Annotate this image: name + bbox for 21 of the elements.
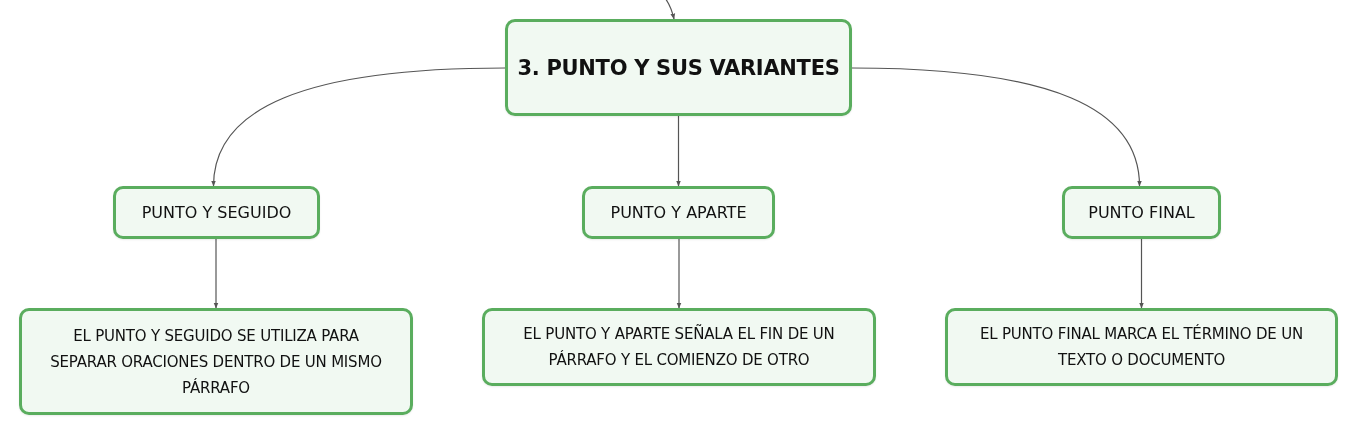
topic-box <box>582 186 775 239</box>
topic-box <box>945 308 1338 386</box>
connector-arrow <box>664 0 676 20</box>
connector-arrow <box>676 238 682 309</box>
connector-arrow <box>851 67 1142 187</box>
connector-arrow <box>1139 238 1144 309</box>
connector-arrow <box>213 238 219 309</box>
topic-box <box>482 308 876 386</box>
topic-box <box>19 308 413 415</box>
connector-arrow <box>676 115 681 187</box>
connector-arrow <box>211 67 506 187</box>
topic-box <box>113 186 320 239</box>
topic-text: PUNTO Y SEGUIDO <box>141 203 292 222</box>
topic-text: EL PUNTO FINAL MARCA EL TÉRMINO DE UN TEXTO O DOCUMENTO <box>978 323 1304 371</box>
topic-text: 3. PUNTO Y SUS VARIANTES <box>517 55 840 80</box>
topic-box <box>1062 186 1221 239</box>
topic-text: PUNTO Y APARTE <box>610 203 747 222</box>
topic-box <box>505 19 852 116</box>
topic-text: EL PUNTO Y APARTE SEÑALA EL FIN DE UN PÁRRAFO Y EL COMIENZO DE OTRO <box>522 323 836 371</box>
topic-text: PUNTO FINAL <box>1088 203 1195 222</box>
topic-text: EL PUNTO Y SEGUIDO SE UTILIZA PARA SEPARAR ORACIONES DENTRO DE UN MISMO PÁRRAFO <box>49 325 383 399</box>
